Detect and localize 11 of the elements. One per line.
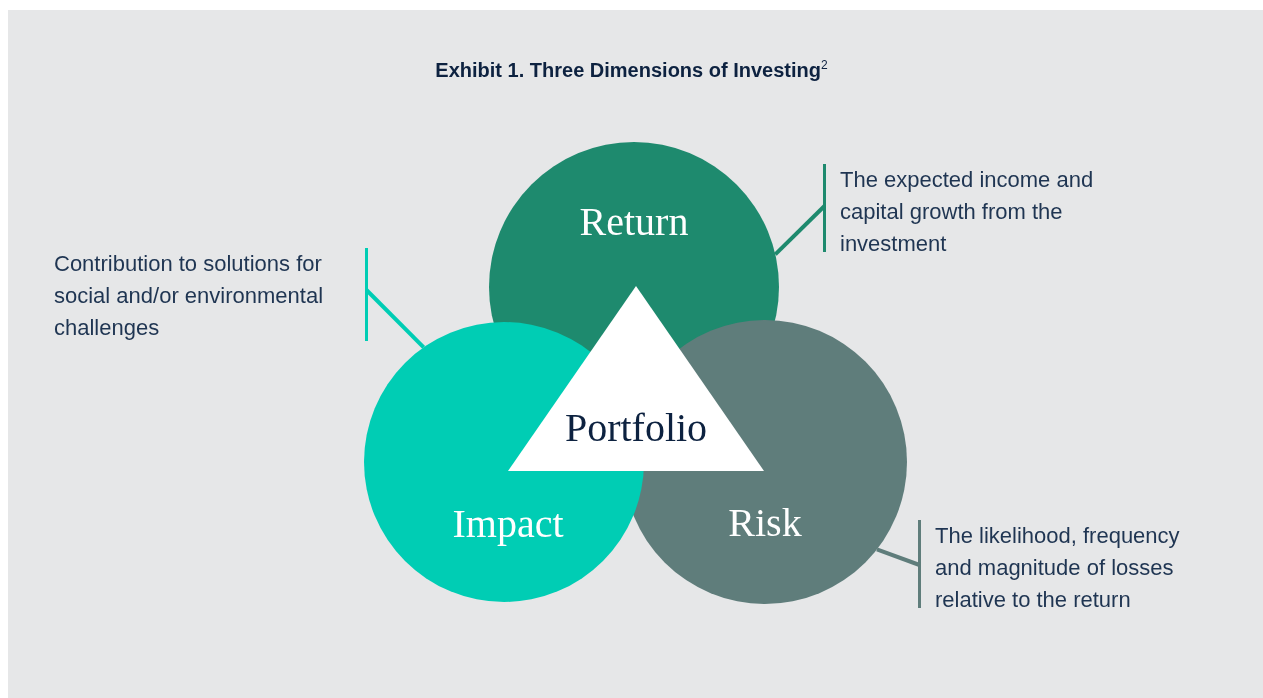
description-text: The expected income and capital growth from the investment (840, 166, 1095, 258)
circle-label: Impact (452, 499, 564, 547)
leader-line (876, 547, 921, 567)
circle-label: Portfolio (564, 403, 708, 451)
description-text: The likelihood, frequency and magnitude of losses relative to the return (935, 522, 1181, 614)
circle-label: Return (579, 197, 689, 245)
description-text: Contribution to solutions for social and/or environmental challenges (54, 250, 325, 342)
leader-line (773, 204, 826, 256)
circle-label: Risk (728, 498, 802, 546)
title: Exhibit 1. Three Dimensions of Investing$^{2}$ (434, 58, 829, 82)
leader-line (365, 288, 426, 349)
